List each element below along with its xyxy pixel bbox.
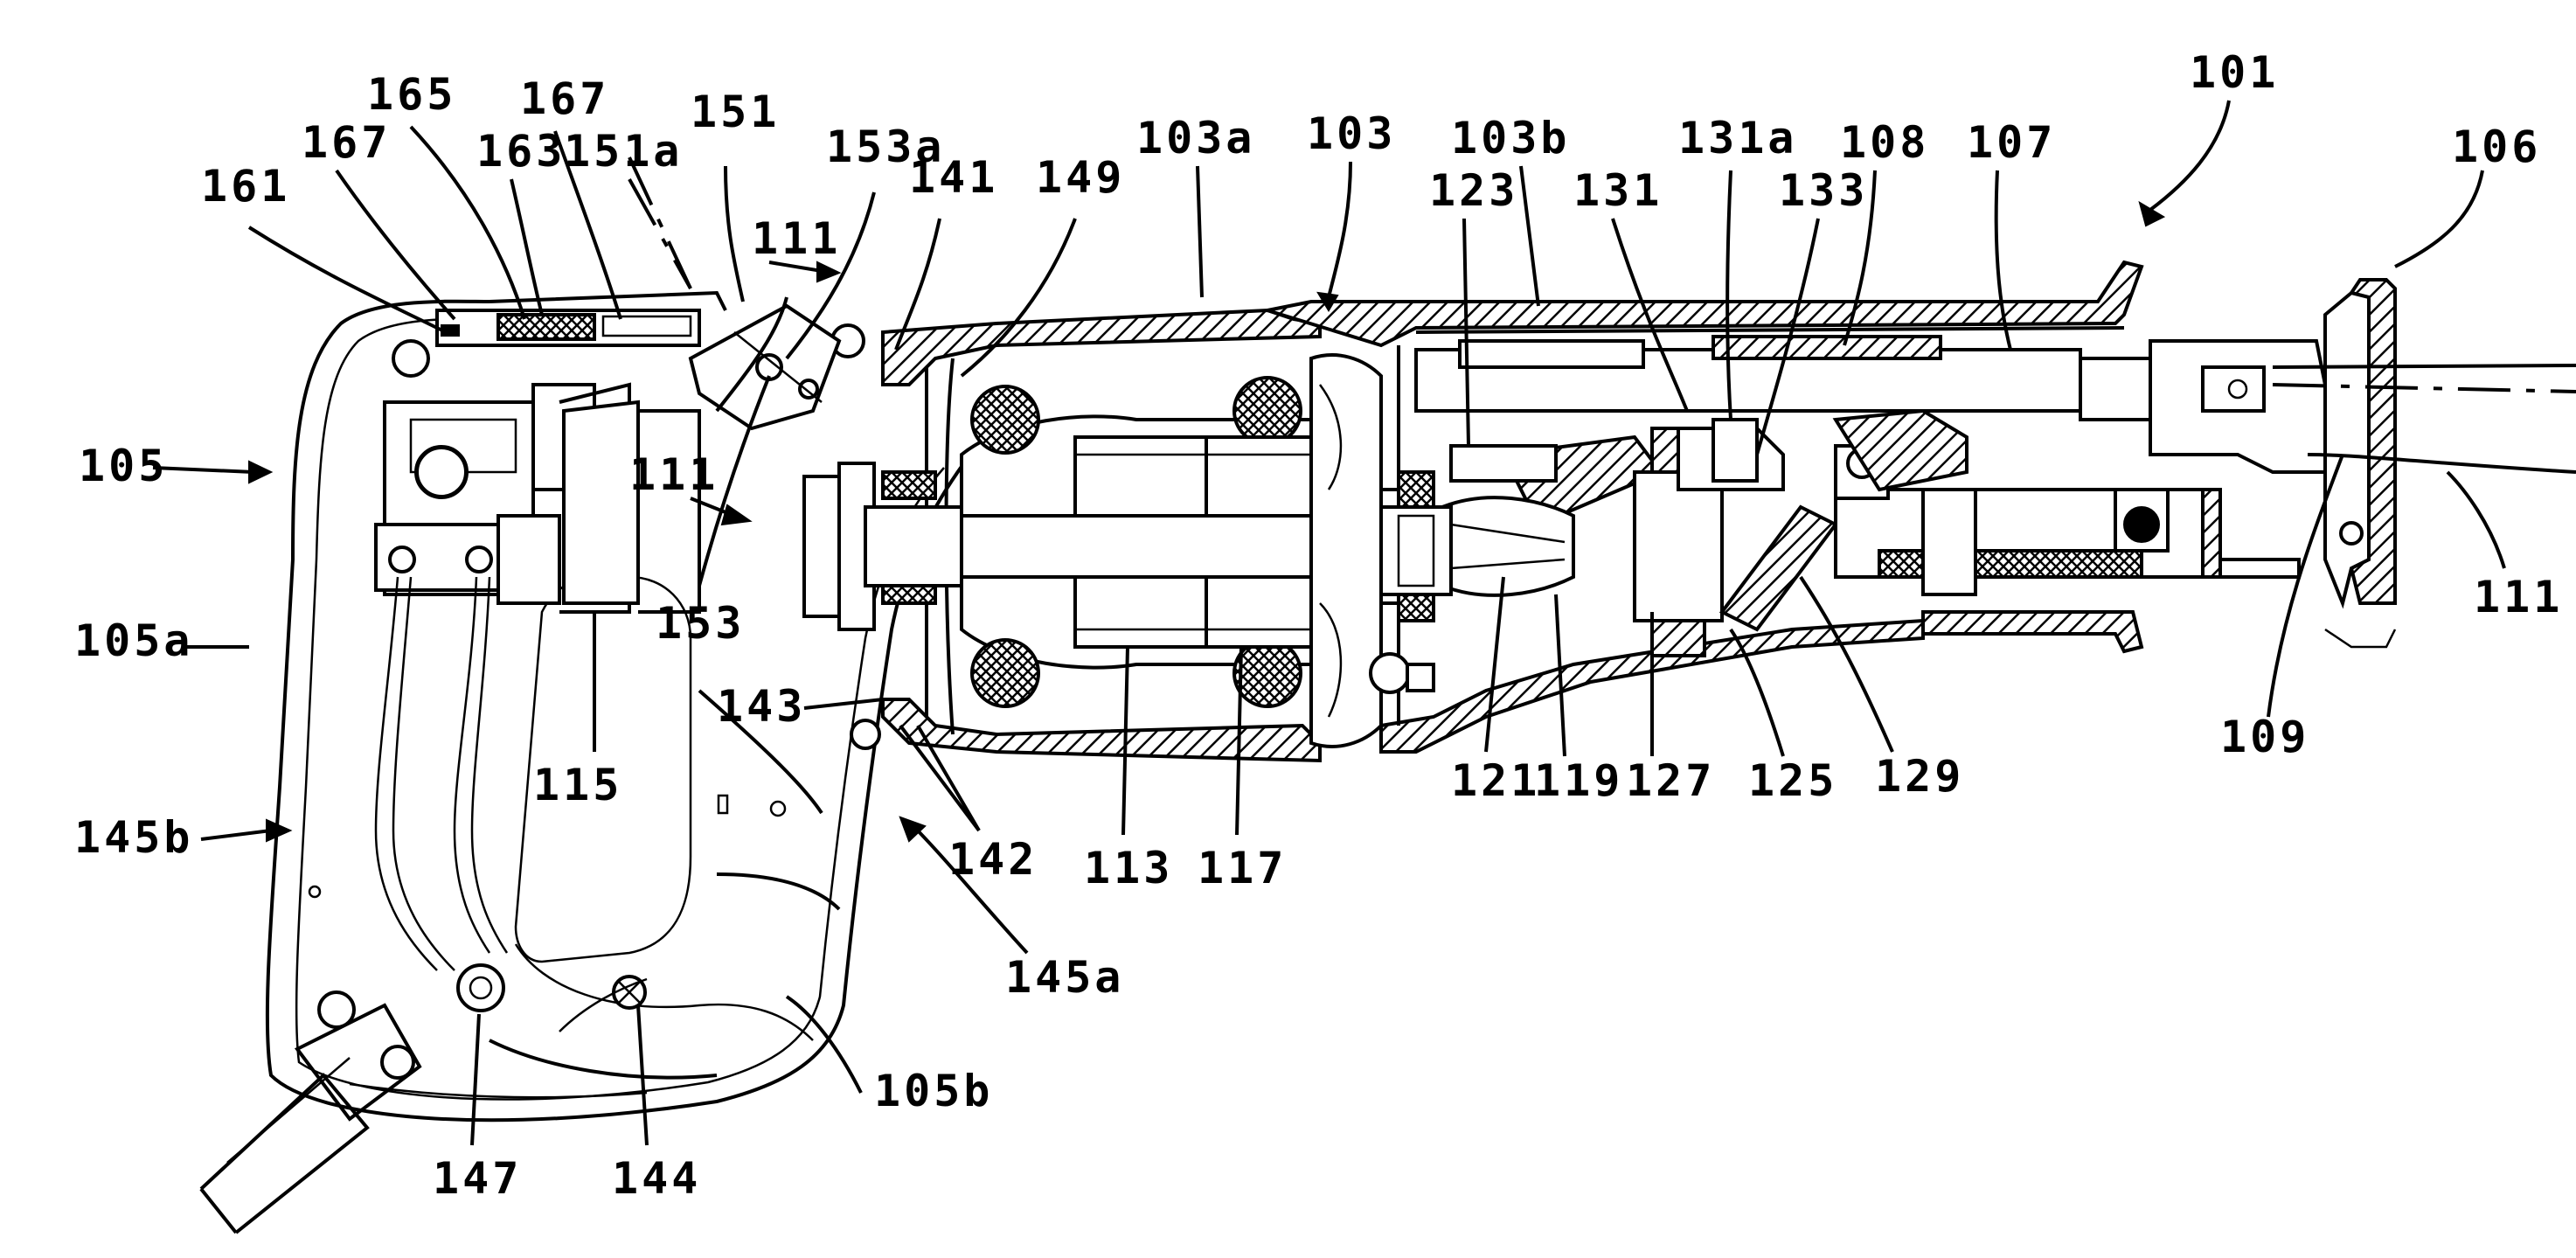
- label-105: 105: [79, 441, 168, 491]
- label-103b: 103b: [1451, 113, 1570, 163]
- label-111-blade: 111: [2474, 572, 2563, 622]
- label-165: 165: [367, 69, 456, 120]
- label-167-right: 167: [520, 73, 609, 124]
- label-127: 127: [1626, 755, 1715, 806]
- label-131a: 131a: [1678, 113, 1797, 163]
- label-131: 131: [1573, 165, 1663, 216]
- label-149: 149: [1036, 152, 1125, 203]
- label-153: 153: [656, 598, 745, 649]
- label-105a: 105a: [74, 615, 193, 666]
- label-123: 123: [1429, 165, 1518, 216]
- label-143: 143: [717, 681, 806, 732]
- label-133: 133: [1779, 165, 1868, 216]
- label-103: 103: [1307, 108, 1396, 159]
- label-103a: 103a: [1136, 113, 1255, 163]
- label-147: 147: [433, 1153, 522, 1204]
- label-167-left: 167: [302, 117, 391, 168]
- label-113: 113: [1084, 843, 1173, 893]
- gear-housing: [1267, 262, 2299, 752]
- label-145a: 145a: [1005, 952, 1124, 1003]
- label-109: 109: [2220, 712, 2309, 762]
- label-107: 107: [1967, 117, 2056, 168]
- label-129: 129: [1875, 751, 1964, 802]
- label-153a: 153a: [826, 122, 945, 172]
- label-142: 142: [948, 834, 1038, 885]
- label-117: 117: [1198, 843, 1287, 893]
- label-111-section-top: 111: [752, 213, 841, 264]
- label-115: 115: [533, 760, 622, 810]
- lock-mechanism: [437, 310, 699, 345]
- label-119: 119: [1534, 755, 1623, 806]
- label-145b: 145b: [74, 812, 193, 863]
- label-163: 163: [476, 126, 566, 177]
- label-106: 106: [2452, 122, 2541, 172]
- label-161: 161: [201, 161, 290, 212]
- label-144: 144: [612, 1153, 701, 1204]
- label-105b: 105b: [874, 1066, 993, 1116]
- label-151a: 151a: [564, 126, 683, 177]
- label-151: 151: [691, 87, 780, 137]
- label-125: 125: [1748, 755, 1837, 806]
- label-121: 121: [1451, 755, 1540, 806]
- lever-assembly: [691, 306, 839, 428]
- label-111-section-bottom: 111: [629, 449, 719, 500]
- motor-housing: [804, 310, 1434, 761]
- label-108: 108: [1840, 117, 1929, 168]
- power-cord: [201, 992, 420, 1233]
- label-101: 101: [2190, 47, 2279, 98]
